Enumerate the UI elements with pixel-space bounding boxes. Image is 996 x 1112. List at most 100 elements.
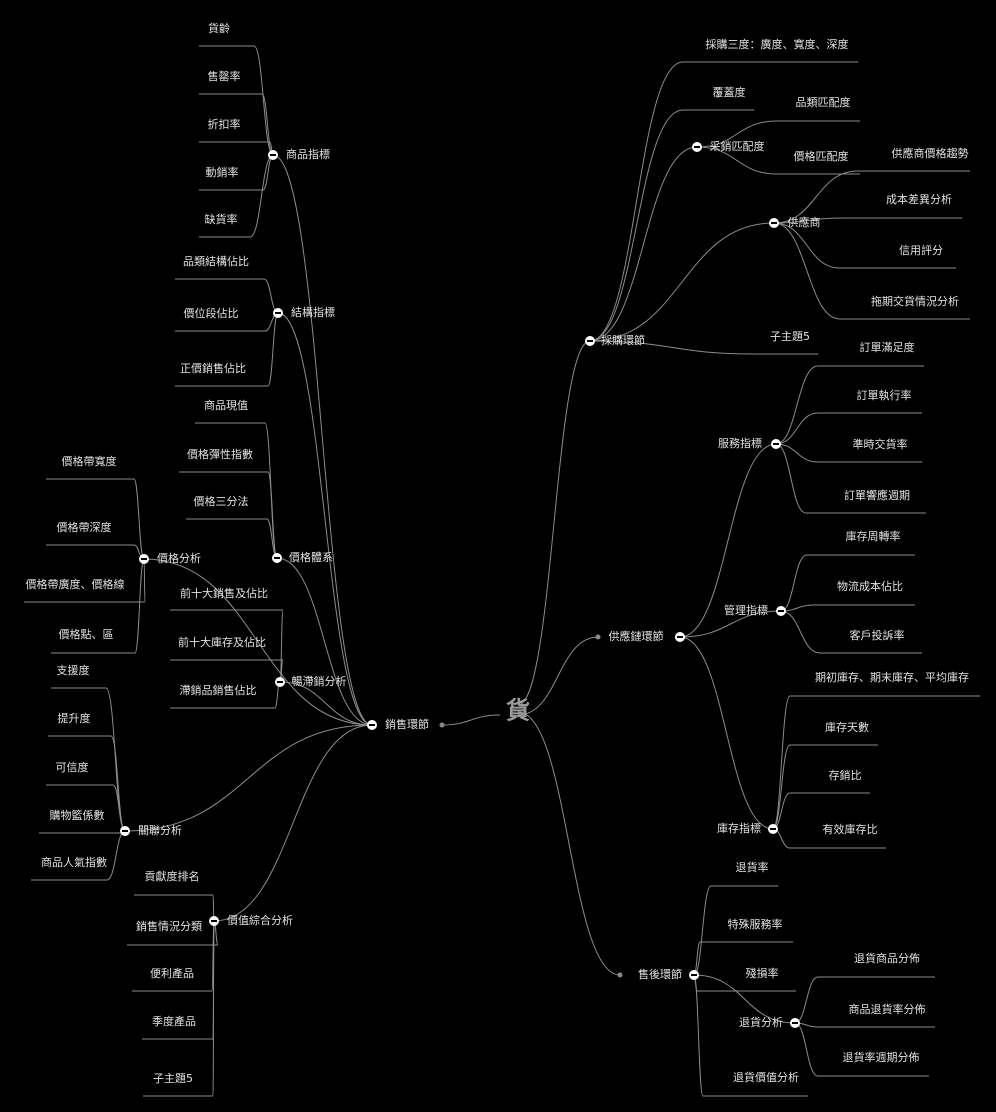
node-a11[interactable]: 子主題5 <box>770 330 810 343</box>
node-d12[interactable]: 商品現值 <box>204 399 248 412</box>
collapse-toggle-icon[interactable] <box>675 632 685 642</box>
node-d4[interactable]: 折扣率 <box>207 118 241 131</box>
collapse-toggle-icon[interactable] <box>776 606 786 616</box>
node-b10[interactable]: 庫存指標 <box>717 822 761 835</box>
node-b1[interactable]: 服務指標 <box>718 437 762 450</box>
node-b7[interactable]: 庫存周轉率 <box>845 530 901 543</box>
node-d1[interactable]: 商品指標 <box>286 148 330 161</box>
node-d19[interactable]: 價格點、區 <box>58 628 114 641</box>
node-d0[interactable]: 銷售環節 <box>385 718 429 731</box>
collapse-toggle-icon[interactable] <box>139 554 149 564</box>
collapse-toggle-icon[interactable] <box>771 439 781 449</box>
collapse-toggle-icon[interactable] <box>209 916 219 926</box>
connector-line <box>589 109 684 342</box>
node-d35[interactable]: 子主題5 <box>153 1072 193 1085</box>
node-d31[interactable]: 貢獻度排名 <box>144 870 200 883</box>
node-a0[interactable]: 採購環節 <box>601 334 645 347</box>
node-b8[interactable]: 物流成本佔比 <box>837 580 903 593</box>
node-a7[interactable]: 供應商價格趨勢 <box>891 147 969 160</box>
node-c0[interactable]: 售後環節 <box>638 968 682 981</box>
node-d14[interactable]: 價格三分法 <box>193 495 249 508</box>
node-c3[interactable]: 殘損率 <box>745 967 779 980</box>
collapse-toggle-icon[interactable] <box>272 553 282 563</box>
node-b4[interactable]: 準時交貨率 <box>852 438 908 451</box>
node-d21[interactable]: 前十大銷售及佔比 <box>180 587 268 600</box>
collapse-toggle-icon[interactable] <box>268 150 278 160</box>
node-d2[interactable]: 貨齡 <box>208 22 230 35</box>
node-d11[interactable]: 價格體系 <box>289 551 333 564</box>
node-d10[interactable]: 正價銷售佔比 <box>180 362 246 375</box>
node-d34[interactable]: 季度產品 <box>152 1015 196 1028</box>
collapse-toggle-icon[interactable] <box>275 677 285 687</box>
node-d29[interactable]: 商品人氣指數 <box>41 856 107 869</box>
node-b3[interactable]: 訂單執行率 <box>856 389 912 402</box>
node-a2[interactable]: 覆蓋度 <box>712 86 746 99</box>
node-a1[interactable]: 採購三度：廣度、寬度、深度 <box>705 38 849 51</box>
node-a9[interactable]: 信用評分 <box>899 244 943 257</box>
node-d32[interactable]: 銷售情況分類 <box>136 920 202 933</box>
node-a10[interactable]: 拖期交貨情況分析 <box>871 295 959 308</box>
node-c2[interactable]: 特殊服務率 <box>727 918 783 931</box>
connector-line <box>794 1022 819 1077</box>
node-c5[interactable]: 退貨商品分佈 <box>854 952 920 965</box>
node-b12[interactable]: 庫存天數 <box>825 721 869 734</box>
node-b14[interactable]: 有效庫存比 <box>822 823 878 836</box>
collapse-toggle-icon[interactable] <box>120 826 130 836</box>
node-a6[interactable]: 供應商 <box>787 216 821 229</box>
node-d33[interactable]: 便利產品 <box>150 967 194 980</box>
connector-line <box>794 976 819 1024</box>
node-d18[interactable]: 價格帶廣度、價格線 <box>25 578 125 591</box>
collapse-toggle-icon[interactable] <box>689 970 699 980</box>
node-d16[interactable]: 價格帶寬度 <box>61 455 117 468</box>
node-a5[interactable]: 價格匹配度 <box>793 150 849 163</box>
node-d6[interactable]: 缺貨率 <box>204 213 238 226</box>
node-d22[interactable]: 前十大庫存及佔比 <box>178 636 266 649</box>
collapse-toggle-icon[interactable] <box>273 308 283 318</box>
node-d3[interactable]: 售罄率 <box>207 70 241 83</box>
node-b13[interactable]: 存銷比 <box>828 769 862 782</box>
collapse-toggle-icon[interactable] <box>769 218 779 228</box>
node-c1[interactable]: 退貨率 <box>735 861 769 874</box>
connector-line <box>693 974 796 1024</box>
collapse-toggle-icon[interactable] <box>692 142 702 152</box>
node-b5[interactable]: 訂單響應週期 <box>844 489 910 502</box>
node-d23[interactable]: 滯銷品銷售佔比 <box>179 684 257 697</box>
node-d20[interactable]: 暢滯銷分析 <box>291 675 347 688</box>
node-b0[interactable]: 供應鏈環節 <box>608 630 664 643</box>
collapse-toggle-icon[interactable] <box>790 1018 800 1028</box>
node-b9[interactable]: 客戶投訴率 <box>849 629 905 642</box>
node-d17[interactable]: 價格帶深度 <box>56 521 112 534</box>
connector-line <box>212 920 215 1097</box>
collapse-toggle-icon[interactable] <box>367 720 377 730</box>
node-d7[interactable]: 結構指標 <box>291 306 335 319</box>
collapse-toggle-icon[interactable] <box>768 824 778 834</box>
node-b11[interactable]: 期初庫存、期末庫存、平均庫存 <box>815 671 969 684</box>
node-d15[interactable]: 價格分析 <box>157 552 201 565</box>
node-c7[interactable]: 退貨率週期分佈 <box>842 1051 920 1064</box>
node-d13[interactable]: 價格彈性指數 <box>187 448 253 461</box>
connector-line <box>213 724 373 922</box>
node-d5[interactable]: 動銷率 <box>205 166 239 179</box>
root-node[interactable]: 貨 <box>506 696 530 725</box>
connector-line <box>679 610 782 638</box>
node-b2[interactable]: 訂單滿足度 <box>859 341 915 354</box>
node-a3[interactable]: 采銷匹配度 <box>709 140 765 153</box>
node-d30[interactable]: 價值綜合分析 <box>227 914 293 927</box>
node-d27[interactable]: 可信度 <box>55 761 89 774</box>
node-d26[interactable]: 提升度 <box>57 712 91 725</box>
node-d9[interactable]: 價位段佔比 <box>183 307 239 320</box>
node-d25[interactable]: 支援度 <box>56 664 90 677</box>
node-d8[interactable]: 品類結構佔比 <box>183 255 249 268</box>
node-a4[interactable]: 品類匹配度 <box>795 96 851 109</box>
node-a8[interactable]: 成本差異分析 <box>886 193 952 206</box>
node-c8[interactable]: 退貨價值分析 <box>733 1071 799 1084</box>
node-d24[interactable]: 關聯分析 <box>138 824 182 837</box>
connector-line <box>517 711 621 976</box>
collapse-toggle-icon[interactable] <box>585 336 595 346</box>
connector-line <box>696 146 778 175</box>
node-c4[interactable]: 退貨分析 <box>739 1016 783 1029</box>
node-b6[interactable]: 管理指標 <box>724 604 768 617</box>
node-c6[interactable]: 商品退貨率分佈 <box>848 1003 926 1016</box>
node-d28[interactable]: 購物籃係數 <box>49 809 105 822</box>
